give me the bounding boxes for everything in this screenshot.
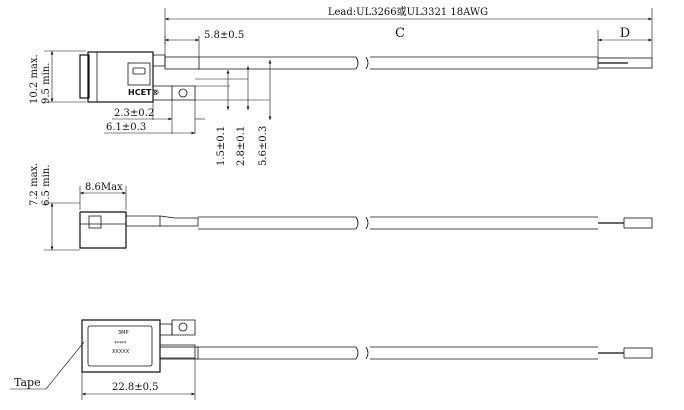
dim-1-5: 1.5±0.1 (216, 126, 227, 166)
dim-5-6: 5.6±0.3 (258, 126, 269, 166)
dim-2-3: 2.3±0.2 (114, 108, 154, 119)
bottom-view: 3MP ***** XXXXX Tape 22.8±0.5 (10, 319, 653, 400)
label-line-2: ***** (114, 341, 127, 347)
side-height-max: 7.2 max. (29, 163, 40, 206)
length-d-label: D (620, 26, 630, 41)
overall-length-dimension: Lead:UL3266或UL3321 18AWG C D (164, 6, 653, 58)
dim-5-8: 5.8±0.5 (204, 30, 244, 41)
dim-2-8: 2.8±0.1 (236, 126, 247, 166)
top-height-min: 9.5 min. (41, 63, 52, 104)
label-line-3: XXXXX (112, 349, 130, 355)
side-height-min: 6.5 min. (41, 165, 52, 206)
top-height-max: 10.2 max. (29, 54, 40, 104)
tape-label: Tape (14, 376, 41, 389)
top-view: 10.2 max. 9.5 min. HCET® 5.8±0.5 (29, 30, 653, 166)
dim-22-8: 22.8±0.5 (112, 382, 159, 393)
brand-label: HCET® (128, 88, 160, 97)
side-width-max: 8.6Max (85, 182, 123, 193)
lead-spec-label: Lead:UL3266或UL3321 18AWG (328, 6, 488, 18)
dim-6-1: 6.1±0.3 (106, 122, 146, 133)
side-view: 7.2 max. 6.5 min. 8.6Max (29, 163, 653, 251)
length-c-label: C (395, 26, 405, 41)
label-line-1: 3MP (118, 330, 129, 336)
